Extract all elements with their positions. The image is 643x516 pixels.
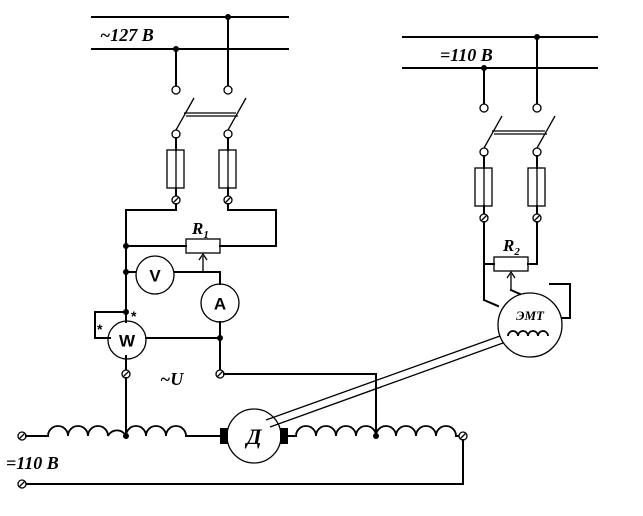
r1-label: R1 xyxy=(191,219,209,241)
ac-voltage-label: ~U xyxy=(160,369,184,389)
ammeter-symbol: A xyxy=(214,295,226,314)
dc-110-top-label: =110 В xyxy=(440,45,493,65)
wattmeter: W xyxy=(107,320,147,360)
r2-rheostat xyxy=(482,221,571,319)
shaft xyxy=(265,335,504,428)
bottom-dc-circuit xyxy=(17,425,468,489)
polarity-mark-left: * xyxy=(97,321,103,337)
ac-supply-bus xyxy=(91,14,289,95)
wattmeter-symbol: W xyxy=(119,332,136,351)
emt-generator: ЭМТ xyxy=(497,292,563,358)
polarity-mark-right: * xyxy=(131,308,137,324)
motor-label: Д xyxy=(244,424,262,449)
emt-label: ЭМТ xyxy=(516,308,545,323)
ac-fuses xyxy=(166,149,237,205)
ammeter: A xyxy=(200,283,240,323)
r1-rheostat xyxy=(123,203,277,273)
voltmeter-symbol: V xyxy=(149,267,161,286)
dc-110-bottom-label: =110 В xyxy=(6,453,59,473)
dc-switch xyxy=(479,115,556,169)
motor: Д xyxy=(226,408,282,464)
dc-fuses xyxy=(474,167,546,223)
ac-127-label: ~127 В xyxy=(100,25,154,45)
r2-label: R2 xyxy=(502,236,520,258)
ac-measure-wiring xyxy=(94,245,377,437)
ac-switch xyxy=(171,97,247,151)
voltmeter: V xyxy=(135,255,175,295)
dc-supply-bus xyxy=(402,34,598,113)
